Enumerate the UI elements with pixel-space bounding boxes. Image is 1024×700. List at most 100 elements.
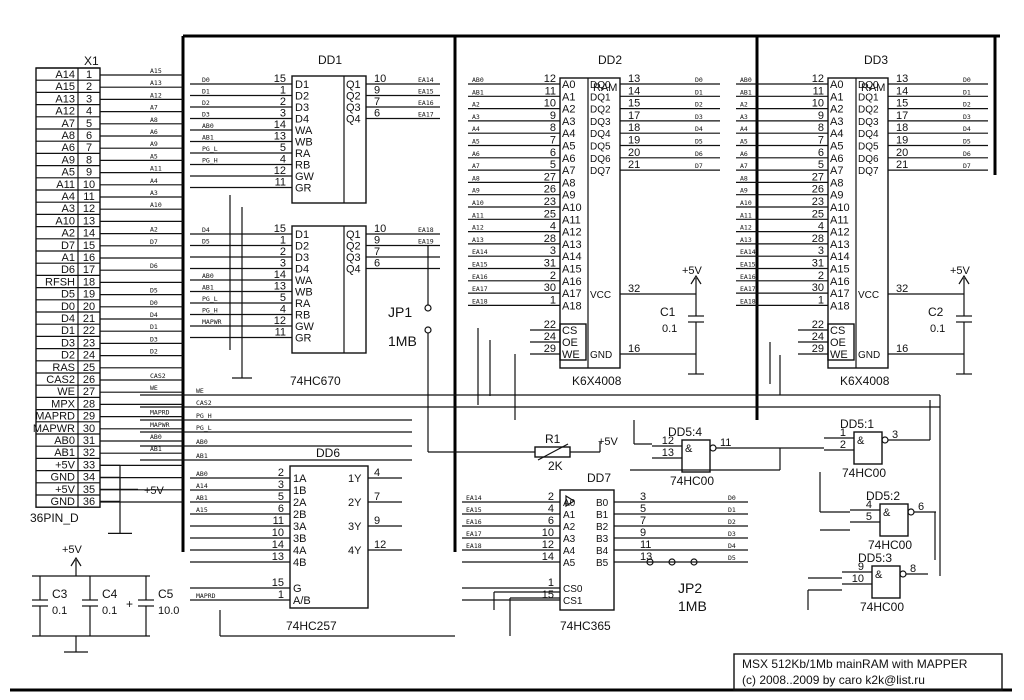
nand-gate-body <box>853 431 883 465</box>
jumper-jp2[interactable]: JP2 1MB <box>678 580 707 614</box>
connector-pin-number: 25 <box>83 362 95 374</box>
connector-pin-number: 34 <box>83 472 95 484</box>
ram-pin-name: A7 <box>562 165 575 177</box>
dd1-out-net: EA16 <box>418 99 434 107</box>
ram-data-net: D0 <box>695 76 703 84</box>
ram-data-net: D5 <box>695 138 703 146</box>
dd6-pin-number: 15 <box>272 577 284 589</box>
connector-net-label: A13 <box>150 79 162 87</box>
ram-data-net: D7 <box>695 162 703 170</box>
connector-net-label: MAPWR <box>150 421 170 429</box>
ram-address-net: AB1 <box>740 88 752 96</box>
dd1-pin-name: D2 <box>295 91 309 103</box>
title-block: MSX 512Kb/1Mb mainRAM with MAPPER (c) 20… <box>733 653 1003 691</box>
dd1-net-label: AB0 <box>202 272 214 280</box>
ram-ctrl-name: WE <box>830 349 848 361</box>
ram-data-pin-number: 13 <box>896 73 908 85</box>
ram-data-pin-number: 13 <box>628 73 640 85</box>
ram-address-net: EA16 <box>472 273 488 281</box>
dd6-out-name: 2Y <box>348 497 362 509</box>
connector-pin-name: A12 <box>55 106 75 118</box>
gate-pin-number: 11 <box>720 437 731 449</box>
dd6-net: AB1 <box>196 494 208 502</box>
connector-net-label: D4 <box>150 311 158 319</box>
ram-ctrl-name: OE <box>830 337 846 349</box>
dd1-net-label: PG_H <box>202 157 218 165</box>
connector-pin-name: A11 <box>56 179 75 191</box>
gate-pin-number: 2 <box>840 439 846 451</box>
connector-pin-number: 20 <box>83 301 95 313</box>
ram-pin-name: A5 <box>830 141 843 153</box>
connector-pin-number: 5 <box>86 118 92 130</box>
dd1-out-net: EA18 <box>418 226 434 234</box>
ram-address-net: A5 <box>472 138 480 146</box>
ram-data-pin-number: 17 <box>628 110 640 122</box>
dd7-out-name: B0 <box>596 498 609 509</box>
dd2-ref: DD2 <box>598 53 622 67</box>
connector-pin-number: 1 <box>86 69 92 81</box>
dd2-body-label: RAM <box>593 82 617 94</box>
ram-pin-number: 10 <box>812 98 824 110</box>
connector-pin-number: 31 <box>83 435 95 447</box>
dd6-pin-name: 3A <box>293 521 307 533</box>
connector-pin-name: A6 <box>62 142 75 154</box>
ram-pin-name: A16 <box>562 276 582 288</box>
ram-data-pin-name: DQ5 <box>590 142 611 153</box>
connector-net-label: A5 <box>150 152 158 160</box>
dd1-part: 74HC670 <box>290 374 341 388</box>
jumper-jp1[interactable]: JP1 1MB <box>388 245 432 452</box>
dd1-pin-number: 5 <box>280 142 286 154</box>
dd1-pin-name: D4 <box>295 114 309 126</box>
ram-pin-name: A8 <box>830 177 843 189</box>
dd1-pin-number: 1 <box>280 235 286 247</box>
decap-ref: C4 <box>102 587 118 601</box>
ram-data-pin-number: 18 <box>628 122 640 134</box>
gate-part: 74HC00 <box>842 466 886 480</box>
ram-pin-number: 2 <box>550 270 556 282</box>
ram-pin-number: 9 <box>550 110 556 122</box>
ram-data-net: D3 <box>695 113 703 121</box>
connector-pin-number: 16 <box>83 252 95 264</box>
nand-gate-body <box>871 565 901 599</box>
connector-net-label: D5 <box>150 287 158 295</box>
dd7-out-net: D2 <box>728 518 736 526</box>
connector-pin-name: CAS2 <box>46 374 75 386</box>
ram-pin-name: A9 <box>830 190 843 202</box>
dd1-net-label: PG_L <box>202 145 218 153</box>
gate-pin-number: 13 <box>662 447 674 459</box>
jp2-pad <box>646 558 654 566</box>
dd7-pin-name: A3 <box>563 534 576 545</box>
dd1-net-label: AB1 <box>202 134 214 142</box>
ram-ctrl-number: 22 <box>544 319 556 331</box>
dd6-out-number: 7 <box>374 491 380 503</box>
ram-power-label: +5V <box>682 265 703 277</box>
dd1-pin-name: GW <box>295 321 315 333</box>
connector-pin-number: 29 <box>83 411 95 423</box>
connector-pin-name: A8 <box>62 130 75 142</box>
ram-cap-ref: C1 <box>660 305 676 319</box>
ram-address-net: A9 <box>740 187 748 195</box>
connector-pin-number: 4 <box>86 106 92 118</box>
ram-pin-name: A3 <box>562 116 575 128</box>
connector-pin-number: 6 <box>86 130 92 142</box>
dd1-pin-number: 1 <box>280 85 286 97</box>
ram-address-net: A13 <box>472 236 484 244</box>
ram-ctrl-number: 22 <box>812 319 824 331</box>
ram-pin-number: 12 <box>812 73 824 85</box>
ram-pin-number: 23 <box>812 196 824 208</box>
dd6-pin-number: 3 <box>278 479 284 491</box>
dd7-pin-number: 6 <box>548 515 554 527</box>
gate-pin-number: 8 <box>910 563 916 575</box>
dd6-pin-number: 1 <box>278 589 284 601</box>
dd7-out-number: 3 <box>640 491 646 503</box>
dd7-pin-number: 14 <box>542 551 554 563</box>
dd7-out-net: D5 <box>728 554 736 562</box>
dd6-pin-name: 2A <box>293 497 307 509</box>
dd6-pin-name: A/B <box>293 595 311 607</box>
ram-pin-name: A11 <box>830 214 849 226</box>
nand-symbol: & <box>883 507 891 519</box>
dd1-pin-name: GW <box>295 171 315 183</box>
connector-net-label: A9 <box>150 140 158 148</box>
